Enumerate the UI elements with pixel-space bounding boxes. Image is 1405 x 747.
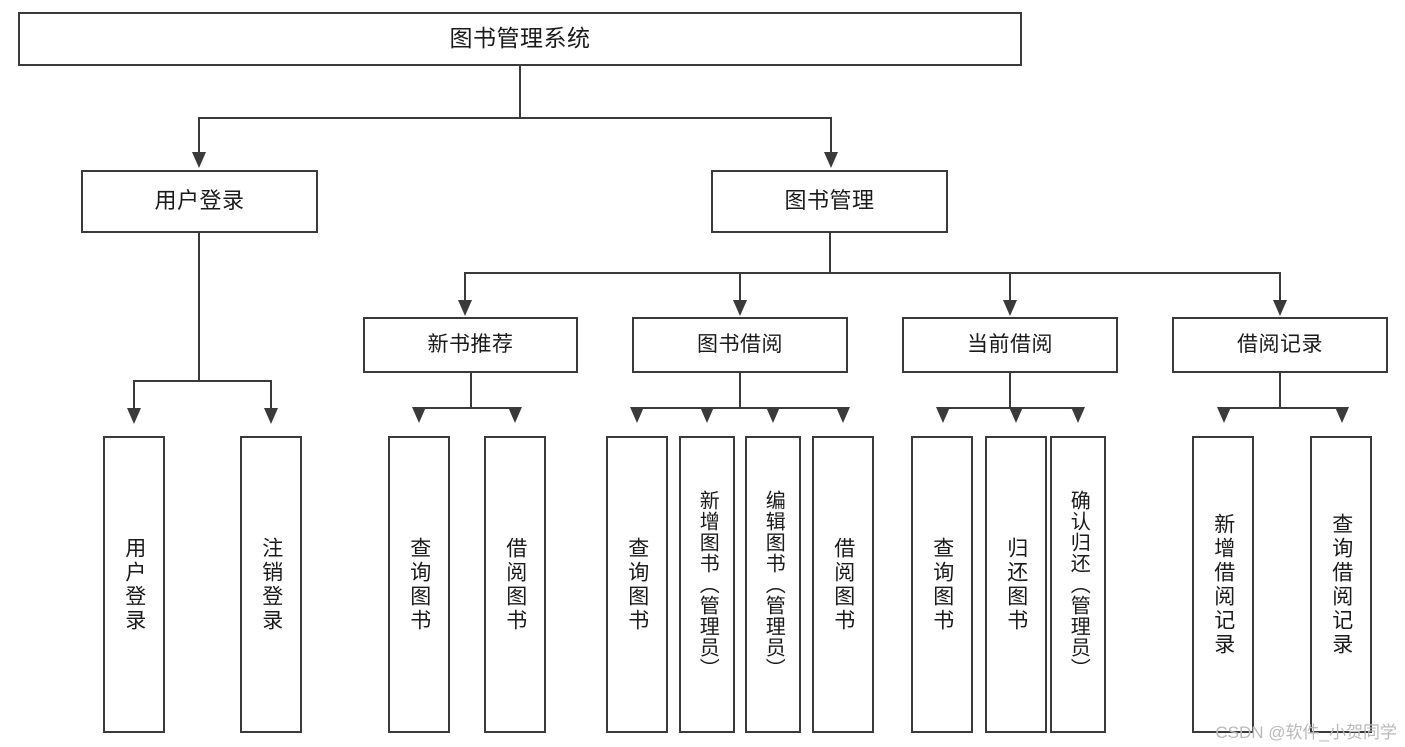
leaf-confirm-return-admin[interactable]: 确认归还（管理员） [1050,436,1106,733]
leaf-confirm-return-admin-label: 确认归还（管理员） [1067,490,1090,679]
connector-record-bus [1223,407,1341,409]
arrow-leaf-record-add [1217,407,1231,423]
leaf-query-borrow-record[interactable]: 查询借阅记录 [1310,436,1372,733]
connector-root-stem [519,66,521,118]
node-book-borrow-label: 图书借阅 [697,333,783,357]
connector-userlogin-drop-2 [270,380,272,410]
leaf-edit-book-admin[interactable]: 编辑图书（管理员） [745,436,801,733]
connector-bookmanage-bus [464,272,1281,274]
leaf-edit-book-admin-label: 编辑图书（管理员） [762,490,785,679]
leaf-user-login[interactable]: 用户登录 [103,436,165,733]
connector-userlogin-stem [198,233,200,381]
arrow-leaf-current-return [1009,407,1023,423]
arrow-leaf-borrow-query [630,407,644,423]
arrow-to-book-manage [824,152,838,168]
leaf-return-book[interactable]: 归还图书 [985,436,1047,733]
leaf-newbook-query-book[interactable]: 查询图书 [388,436,450,733]
arrow-to-newbook [458,300,472,316]
connector-newbook-bus [418,407,516,409]
connector-bookmanage-stem [829,233,831,273]
node-new-book-recommend-label: 新书推荐 [427,333,514,357]
node-root-label: 图书管理系统 [449,25,591,52]
arrow-leaf-current-query [936,407,950,423]
leaf-newbook-borrow-book-label: 借阅图书 [503,536,527,633]
leaf-current-query-book[interactable]: 查询图书 [911,436,973,733]
arrow-to-record [1273,300,1287,316]
arrow-leaf-logout [264,408,278,424]
connector-drop-borrow [739,272,741,302]
connector-record-stem [1279,373,1281,408]
leaf-logout[interactable]: 注销登录 [240,436,302,733]
leaf-add-book-admin-label: 新增图书（管理员） [696,490,719,679]
connector-drop-record [1279,272,1281,302]
leaf-newbook-query-book-label: 查询图书 [407,536,431,633]
leaf-return-book-label: 归还图书 [1004,536,1028,633]
arrow-leaf-borrow-lend [836,407,850,423]
node-book-borrow[interactable]: 图书借阅 [632,317,848,373]
arrow-leaf-newbook-query [412,407,426,423]
connector-root-bus [198,117,831,119]
arrow-to-user-login [192,152,206,168]
node-borrow-record-label: 借阅记录 [1237,333,1323,357]
leaf-query-borrow-record-label: 查询借阅记录 [1329,512,1353,657]
node-current-borrow[interactable]: 当前借阅 [902,317,1118,373]
node-borrow-record[interactable]: 借阅记录 [1172,317,1388,373]
leaf-borrow-lend-book[interactable]: 借阅图书 [812,436,874,733]
leaf-borrow-query-book[interactable]: 查询图书 [606,436,668,733]
arrow-to-borrow [733,300,747,316]
connector-newbook-stem [470,373,472,408]
arrow-leaf-record-query [1335,407,1349,423]
connector-drop-current [1009,272,1011,302]
node-new-book-recommend[interactable]: 新书推荐 [363,317,578,373]
node-user-login[interactable]: 用户登录 [81,170,318,233]
connector-borrow-bus [636,407,844,409]
arrow-leaf-borrow-edit [766,407,780,423]
leaf-add-book-admin[interactable]: 新增图书（管理员） [679,436,735,733]
arrow-leaf-current-confirm [1071,407,1085,423]
arrow-leaf-user-login [127,408,141,424]
arrow-leaf-newbook-borrow [508,407,522,423]
connector-drop-newbook [464,272,466,302]
connector-userlogin-drop-1 [133,380,135,410]
node-root-book-management-system[interactable]: 图书管理系统 [18,12,1022,66]
node-book-management-label: 图书管理 [784,188,875,214]
leaf-borrow-query-book-label: 查询图书 [625,536,649,633]
leaf-borrow-lend-book-label: 借阅图书 [831,536,855,633]
node-current-borrow-label: 当前借阅 [967,333,1053,357]
leaf-add-borrow-record[interactable]: 新增借阅记录 [1192,436,1254,733]
connector-borrow-stem [739,373,741,408]
node-user-login-label: 用户登录 [154,188,245,214]
arrow-to-current [1003,300,1017,316]
connector-root-drop-right [830,117,832,155]
connector-userlogin-bus [133,380,271,382]
leaf-user-login-label: 用户登录 [122,536,146,633]
leaf-newbook-borrow-book[interactable]: 借阅图书 [484,436,546,733]
connector-root-drop-left [198,117,200,155]
leaf-logout-label: 注销登录 [259,536,283,633]
leaf-current-query-book-label: 查询图书 [930,536,954,633]
node-book-management[interactable]: 图书管理 [711,170,948,233]
arrow-leaf-borrow-add [700,407,714,423]
leaf-add-borrow-record-label: 新增借阅记录 [1211,512,1235,657]
connector-current-stem [1009,373,1011,408]
